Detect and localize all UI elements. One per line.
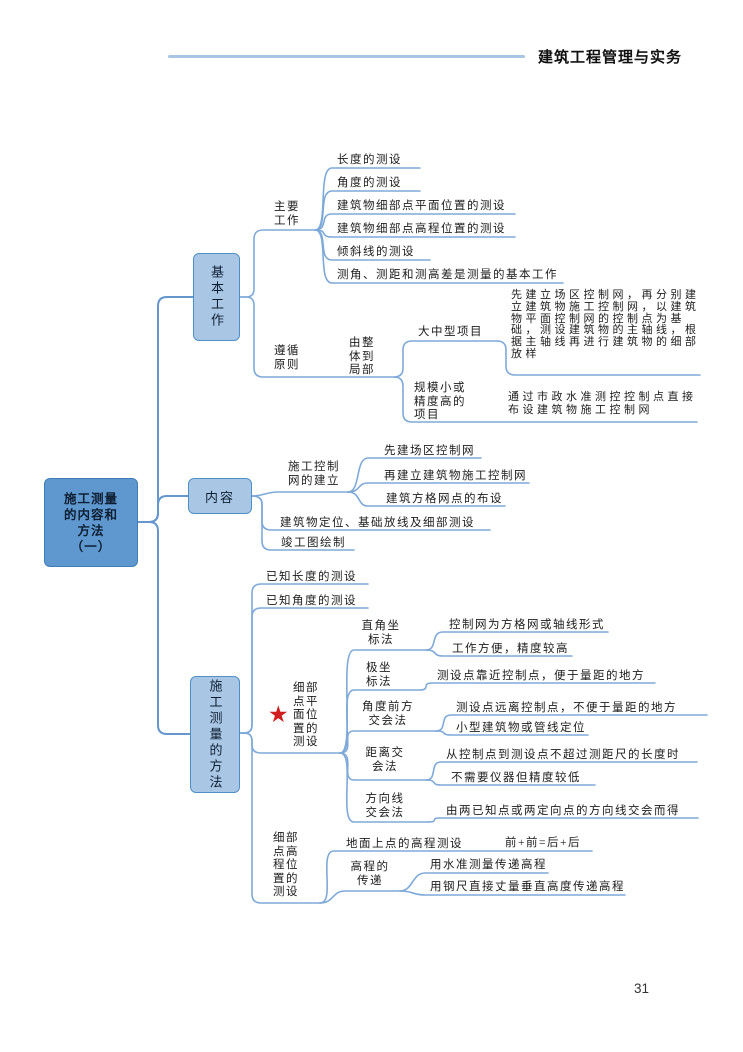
leaf-elevation-formula: 前+前=后+后 [505, 837, 581, 849]
branch-basic-work-label: 基本工作 [209, 265, 224, 329]
leaf-main-work-item: 建筑物细部点高程位置的测设 [337, 223, 506, 235]
node-elevation-position: 细部点高程位置的测设 [273, 832, 299, 898]
branch-methods: 施工测量的方法 [190, 676, 240, 793]
leaf-large-medium-note: 先建立场区控制网，再分别建立建筑物施工控制网，以建筑物平面控制网的控制点为基础，… [511, 289, 700, 360]
leaf-method-note: 工作方便，精度较高 [452, 643, 569, 655]
node-large-medium-project: 大中型项目 [418, 326, 483, 338]
leaf-main-work-item: 角度的测设 [337, 177, 402, 189]
node-small-project: 规模小或精度高的项目 [414, 382, 466, 421]
node-method-rectangular: 直角坐标法 [361, 620, 401, 646]
root-node: 施工测量 的内容和 方法 （一） [44, 478, 138, 567]
node-principle: 遵循原则 [274, 345, 300, 371]
leaf-known-angle: 已知角度的测设 [266, 595, 357, 607]
leaf-elevation-transfer-item: 用钢尺直接丈量垂直高度传递高程 [430, 881, 625, 893]
leaf-main-work-item: 建筑物细部点平面位置的测设 [337, 200, 506, 212]
root-node-label: 施工测量 的内容和 方法 （一） [63, 491, 118, 554]
leaf-control-network-item: 建筑方格网点的布设 [386, 493, 503, 505]
node-elevation-transfer: 高程的传递 [350, 861, 390, 887]
leaf-method-note: 由两已知点或两定向点的方向线交会而得 [446, 805, 680, 817]
node-method-direction-line: 方向线交会法 [365, 793, 405, 819]
node-method-distance-intersection: 距离交会法 [365, 747, 405, 773]
star-icon: ★ [268, 702, 289, 728]
leaf-as-built-drawing: 竣工图绘制 [281, 537, 346, 549]
page-number: 31 [634, 981, 650, 996]
leaf-method-note: 小型建筑物或管线定位 [456, 722, 586, 734]
leaf-small-project-note: 通过市政水准测控控制点直接布设建筑物施工控制网 [508, 391, 697, 416]
leaf-positioning: 建筑物定位、基础放线及细部测设 [280, 517, 475, 529]
leaf-control-network-item: 再建立建筑物施工控制网 [384, 470, 527, 482]
leaf-main-work-item: 测角、测距和测高差是测量的基本工作 [337, 269, 558, 281]
branch-methods-label: 施工测量的方法 [207, 678, 223, 791]
node-control-network: 施工控制网的建立 [288, 461, 340, 487]
branch-content: 内容 [188, 478, 252, 514]
branch-content-label: 内容 [204, 489, 235, 505]
node-main-work: 主要工作 [274, 201, 300, 227]
leaf-method-note: 测设点远离控制点，不便于量距的地方 [456, 702, 677, 714]
node-method-polar: 极坐标法 [366, 662, 392, 688]
leaf-known-length: 已知长度的测设 [266, 571, 357, 583]
node-method-angle-intersection: 角度前方交会法 [362, 701, 414, 727]
node-ground-point-elevation: 地面上点的高程测设 [346, 838, 463, 850]
node-whole-to-part: 由整体到局部 [349, 337, 375, 376]
leaf-method-note: 不需要仪器但精度较低 [451, 772, 581, 784]
leaf-control-network-item: 先建场区控制网 [384, 445, 475, 457]
leaf-main-work-item: 长度的测设 [337, 154, 402, 166]
leaf-elevation-transfer-item: 用水准测量传递高程 [430, 859, 547, 871]
header-rule [168, 55, 525, 58]
node-plane-position: 细部点平面位置的测设 [293, 682, 319, 748]
leaf-method-note: 控制网为方格网或轴线形式 [449, 619, 605, 631]
header-title: 建筑工程管理与实务 [538, 49, 683, 66]
branch-basic-work: 基本工作 [193, 253, 240, 341]
leaf-method-note: 测设点靠近控制点，便于量距的地方 [437, 670, 645, 682]
leaf-main-work-item: 倾斜线的测设 [337, 246, 415, 258]
leaf-method-note: 从控制点到测设点不超过测距尺的长度时 [446, 749, 680, 761]
